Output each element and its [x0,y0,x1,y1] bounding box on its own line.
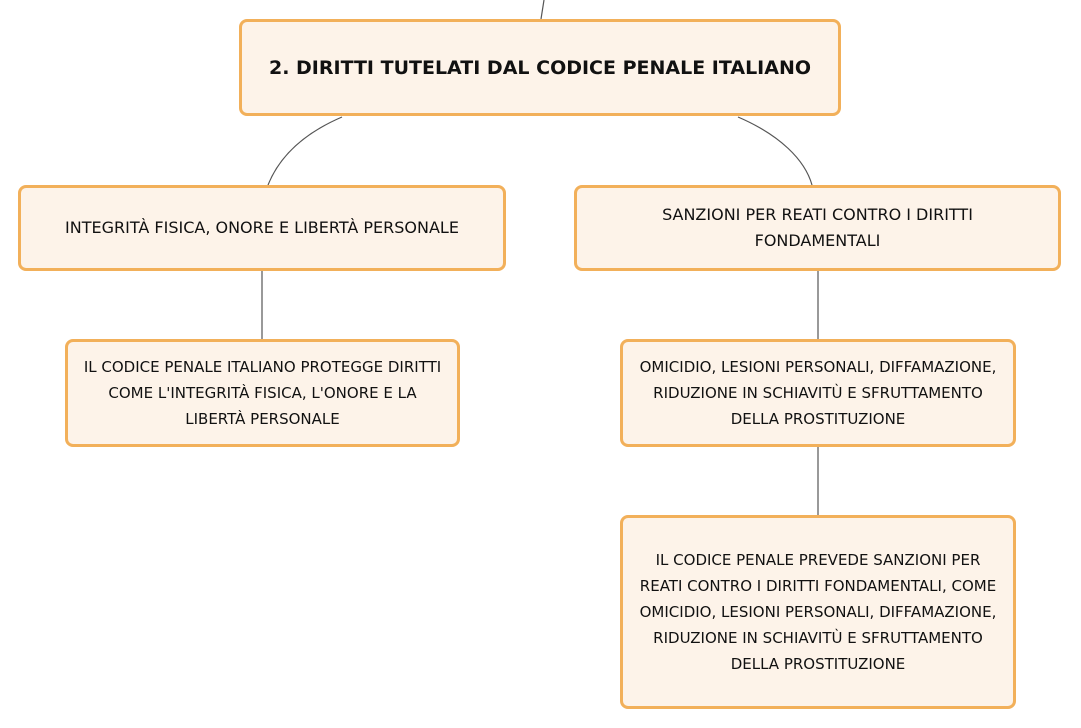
node-sanzioni-label: SANZIONI PER REATI CONTRO I DIRITTI FOND… [662,205,973,250]
node-integrita-fisica-label: INTEGRITÀ FISICA, ONORE E LIBERTÀ PERSON… [65,218,459,237]
connector-parent-to-root [540,0,545,20]
node-root[interactable]: 2. DIRITTI TUTELATI DAL CODICE PENALE IT… [239,19,841,116]
node-reati-elenco[interactable]: OMICIDIO, LESIONI PERSONALI, DIFFAMAZION… [620,339,1016,447]
node-codice-protegge-label: IL CODICE PENALE ITALIANO PROTEGGE DIRIT… [83,358,442,428]
node-sanzioni[interactable]: SANZIONI PER REATI CONTRO I DIRITTI FOND… [574,185,1061,271]
node-codice-prevede-sanzioni[interactable]: IL CODICE PENALE PREVEDE SANZIONI PER RE… [620,515,1016,709]
node-codice-protegge[interactable]: IL CODICE PENALE ITALIANO PROTEGGE DIRIT… [65,339,460,447]
connector-root-to-left [267,116,343,186]
node-codice-prevede-sanzioni-label: IL CODICE PENALE PREVEDE SANZIONI PER RE… [639,551,997,673]
connector-root-to-right [737,116,813,186]
node-integrita-fisica[interactable]: INTEGRITÀ FISICA, ONORE E LIBERTÀ PERSON… [18,185,506,271]
node-root-label: 2. DIRITTI TUTELATI DAL CODICE PENALE IT… [268,56,812,79]
node-reati-elenco-label: OMICIDIO, LESIONI PERSONALI, DIFFAMAZION… [639,358,997,428]
